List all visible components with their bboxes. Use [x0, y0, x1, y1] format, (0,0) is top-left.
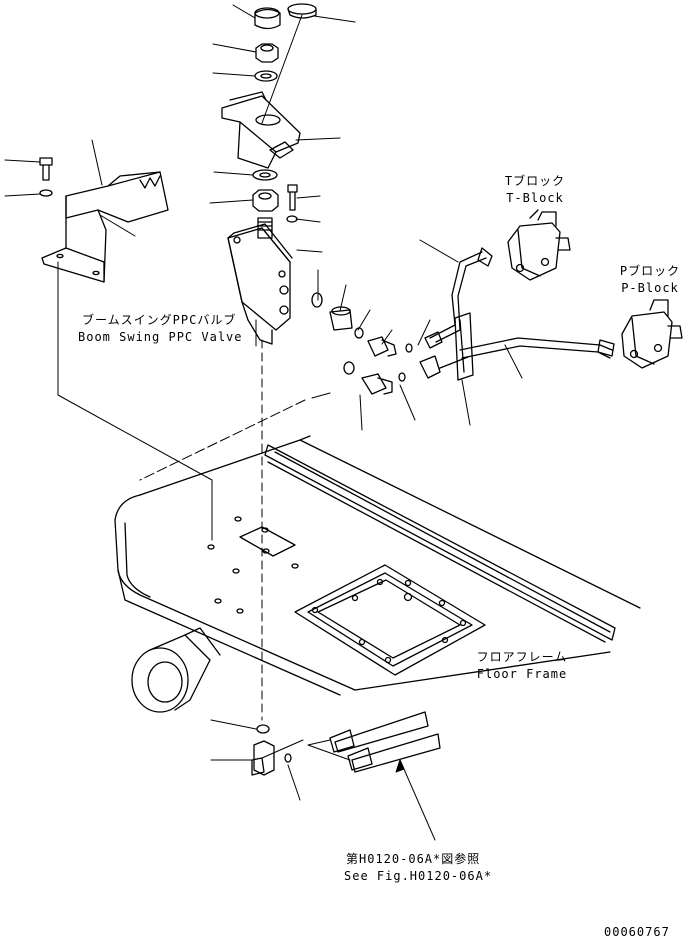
stacked-hardware — [221, 3, 317, 223]
see-fig-label-en: See Fig.H0120-06A* — [344, 869, 493, 883]
floor-frame-label-en: Floor Frame — [476, 667, 568, 681]
p-block-label-en: P-Block — [621, 281, 679, 295]
fittings — [311, 292, 413, 395]
left-bracket-assembly — [39, 157, 169, 283]
t-block — [507, 209, 571, 281]
floor-cover-plate — [294, 564, 486, 676]
floor-frame — [114, 435, 641, 713]
t-block-label-en: T-Block — [506, 191, 564, 205]
floor-frame-label-jp: フロアフレーム — [476, 650, 568, 664]
drawing-number: 00060767 — [604, 925, 670, 939]
p-block — [621, 299, 683, 369]
hoses — [419, 247, 615, 381]
t-block-label-jp: Tブロック — [504, 174, 566, 188]
upper-bracket — [221, 95, 301, 153]
see-fig-label-jp: 第H0120-06A*図参照 — [346, 852, 481, 866]
boom-swing-ppc-valve — [227, 217, 293, 345]
p-block-label-jp: Pブロック — [619, 264, 681, 278]
bottom-fittings — [251, 711, 441, 776]
leader-lines — [4, 4, 523, 841]
boom-swing-valve-label-en: Boom Swing PPC Valve — [78, 330, 243, 344]
boom-swing-valve-label-jp: ブームスイングPPCバルブ — [82, 313, 237, 327]
